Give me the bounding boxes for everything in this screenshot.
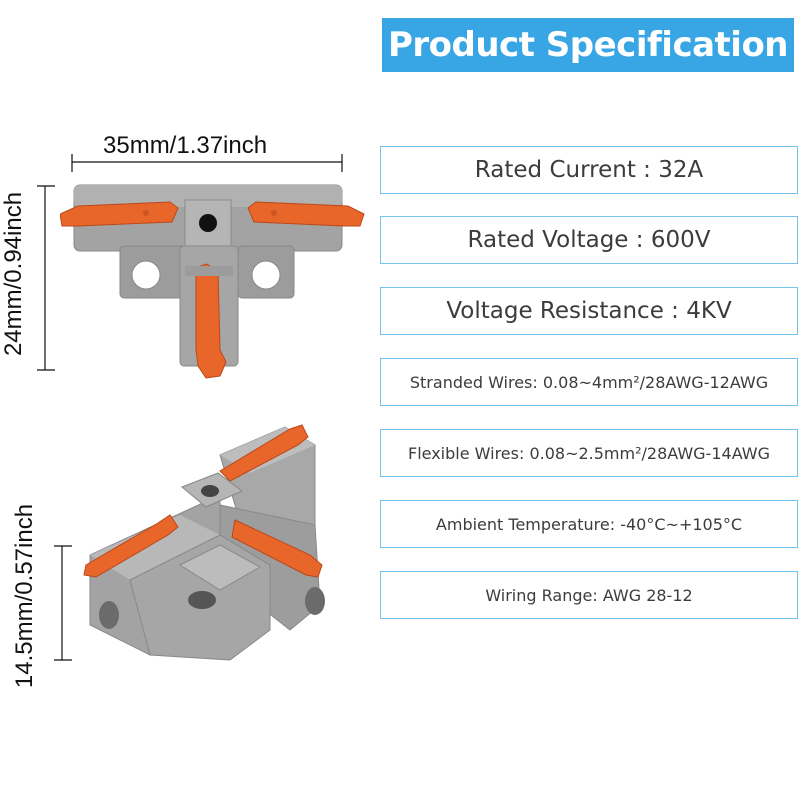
- depth-dimension-label: 14.5mm/0.57inch: [11, 503, 38, 689]
- height-dimension-label: 24mm/0.94inch: [0, 191, 27, 357]
- dimension-lines: [37, 154, 343, 661]
- connector-perspective-view-illustration: [83, 424, 325, 661]
- spec-rated-voltage: Rated Voltage : 600V: [380, 216, 798, 264]
- connector-top-view-illustration: [60, 184, 365, 379]
- product-specification-banner: Product Specification: [382, 18, 794, 72]
- spec-stranded-wires: Stranded Wires: 0.08~4mm²/28AWG-12AWG: [380, 358, 798, 406]
- spec-flexible-wires: Flexible Wires: 0.08~2.5mm²/28AWG-14AWG: [380, 429, 798, 477]
- spec-voltage-resistance: Voltage Resistance : 4KV: [380, 287, 798, 335]
- spec-ambient-temperature: Ambient Temperature: -40°C~+105°C: [380, 500, 798, 548]
- spec-rated-current: Rated Current : 32A: [380, 146, 798, 194]
- spec-wiring-range: Wiring Range: AWG 28-12: [380, 571, 798, 619]
- width-dimension-label: 35mm/1.37inch: [103, 132, 268, 159]
